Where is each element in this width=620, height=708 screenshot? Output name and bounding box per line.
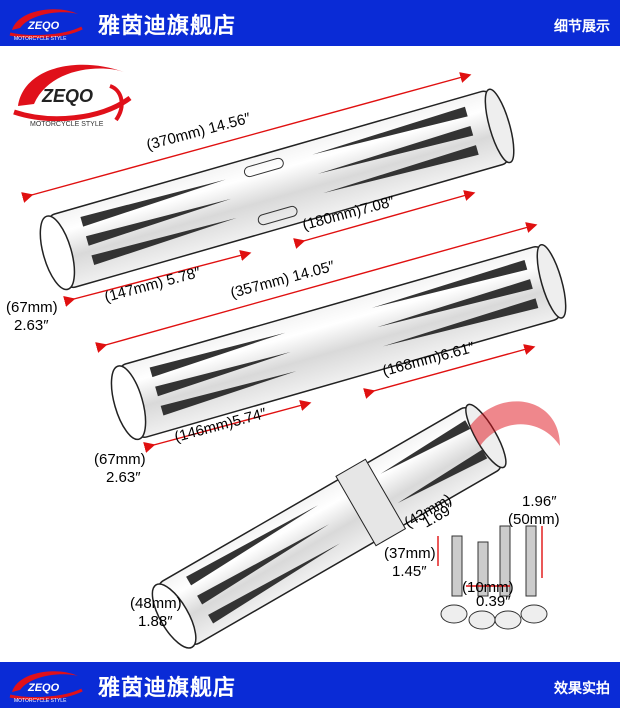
- dim-bolt-short-mm: (37mm): [384, 545, 436, 562]
- dim-peg-diameter-mm: (48mm): [130, 595, 182, 612]
- dim-bolt-long-mm: (50mm): [508, 511, 560, 528]
- dim-peg-diameter-in: 1.88″: [138, 613, 173, 630]
- dimension-lines: [21, 72, 543, 587]
- dim-spacer-in: 0.39″: [476, 593, 511, 610]
- svg-text:ZEQO: ZEQO: [27, 682, 60, 694]
- svg-text:ZEQO: ZEQO: [41, 86, 93, 106]
- svg-text:ZEQO: ZEQO: [27, 20, 60, 32]
- dim-grip2-diameter-mm: (67mm): [94, 451, 146, 468]
- svg-text:MOTORCYCLE STYLE: MOTORCYCLE STYLE: [30, 121, 104, 128]
- bottom-banner: ZEQO MOTORCYCLE STYLE 雅茵迪旗舰店 效果实拍: [0, 662, 620, 708]
- foot-peg: [151, 403, 507, 649]
- bolts: [451, 525, 537, 597]
- store-name: 雅茵迪旗舰店: [98, 14, 237, 39]
- dim-bolt-long-in: 1.96″: [522, 493, 557, 510]
- svg-text:MOTORCYCLE STYLE: MOTORCYCLE STYLE: [14, 36, 67, 42]
- section-tag: 细节展示: [554, 19, 610, 35]
- spacers: [440, 604, 548, 630]
- dim-grip1-diameter-in: 2.63″: [14, 317, 49, 334]
- section-tag: 效果实拍: [554, 681, 610, 697]
- svg-text:MOTORCYCLE STYLE: MOTORCYCLE STYLE: [14, 698, 67, 704]
- dim-spacer-mm: (10mm): [462, 579, 514, 596]
- dim-grip1-diameter-mm: (67mm): [6, 299, 58, 316]
- dim-bolt-short-in: 1.45″: [392, 563, 427, 580]
- product-logo: ZEQO MOTORCYCLE STYLE: [13, 64, 132, 128]
- dim-grip1-length: (370mm) 14.56″: [145, 110, 253, 154]
- zeqo-logo-icon: ZEQO MOTORCYCLE STYLE: [9, 671, 83, 704]
- dim-grip2-diameter-in: 2.63″: [106, 469, 141, 486]
- store-name: 雅茵迪旗舰店: [98, 676, 237, 701]
- grip-1: [39, 88, 515, 291]
- top-banner: ZEQO MOTORCYCLE STYLE 雅茵迪旗舰店 细节展示: [0, 0, 620, 46]
- zeqo-logo-icon: ZEQO MOTORCYCLE STYLE: [9, 9, 83, 42]
- product-diagram: ZEQO MOTORCYCLE STYLE: [0, 46, 620, 662]
- watermark-logo: [470, 401, 560, 446]
